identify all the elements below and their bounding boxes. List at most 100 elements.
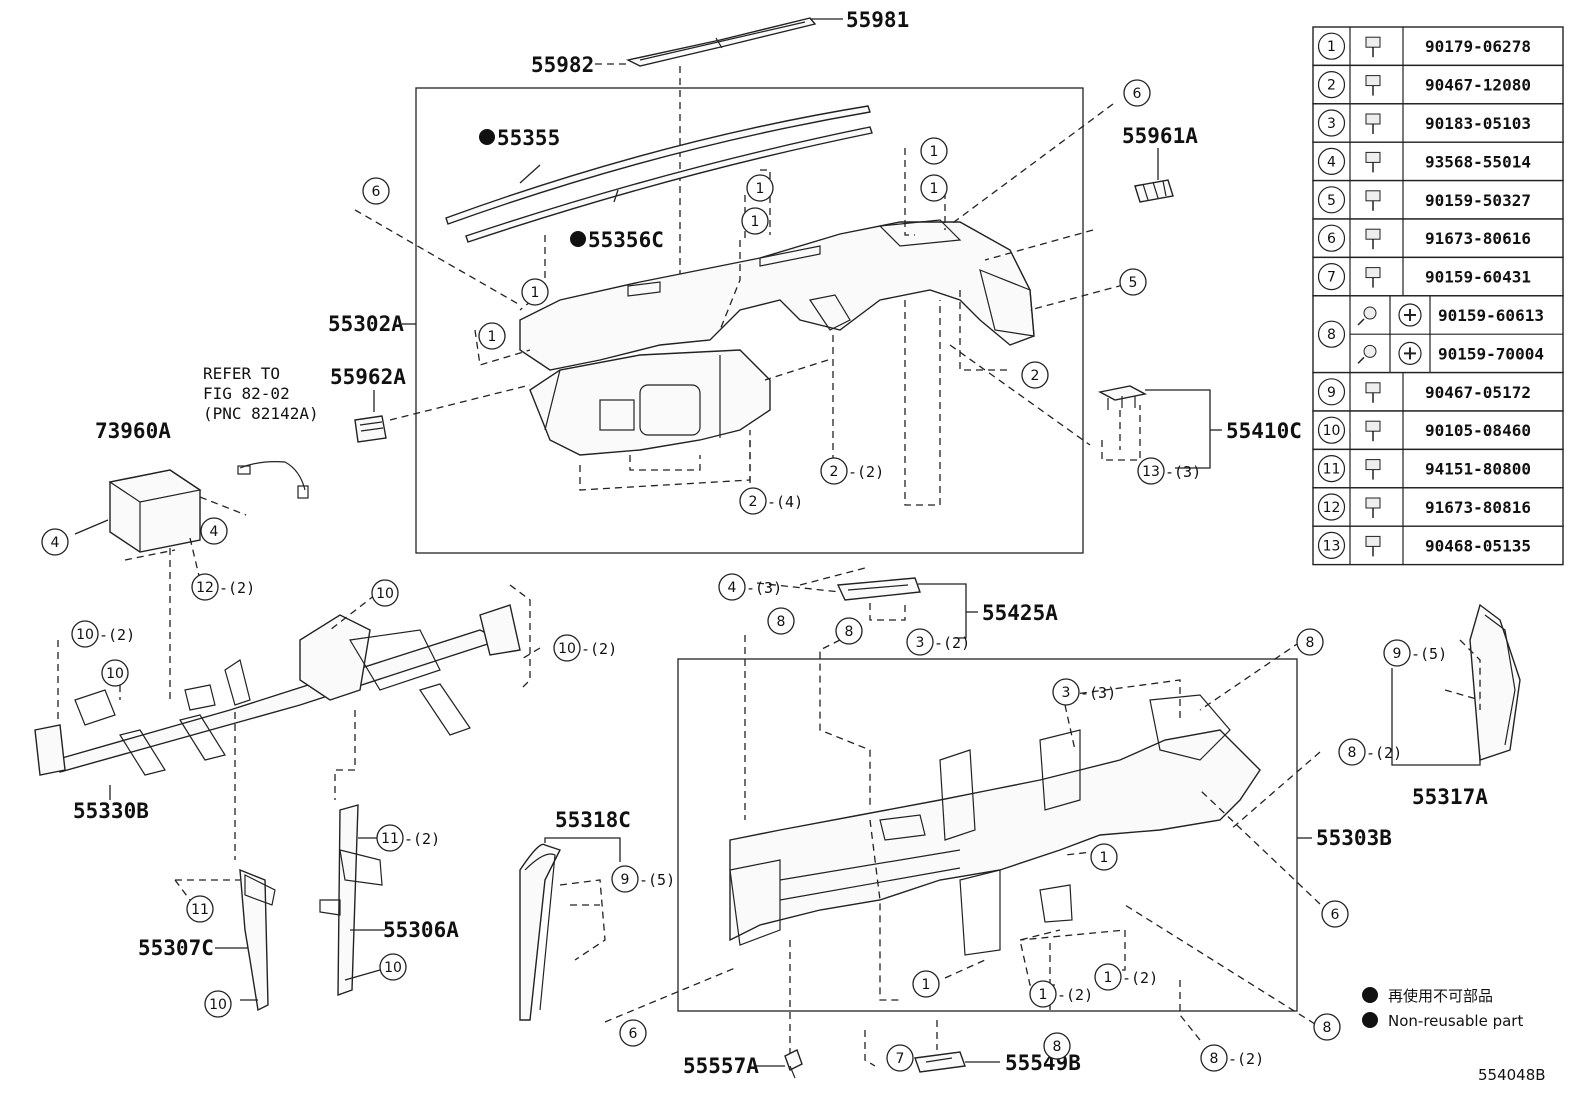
callout-number: 2 xyxy=(1031,368,1040,384)
callout-qty: -(5) xyxy=(639,871,675,889)
refer-line-1: REFER TO xyxy=(203,364,280,383)
callout-1: 1 xyxy=(920,137,948,165)
refer-line-2: FIG 82-02 xyxy=(203,384,290,403)
label-73960a: 73960A xyxy=(95,419,171,443)
label-55355: 55355 xyxy=(497,126,560,150)
brace-55306a xyxy=(319,804,383,996)
legend-dot-icon xyxy=(1362,987,1378,1003)
callout-10: 10 xyxy=(379,953,407,981)
callout-number: 6 xyxy=(1331,907,1340,923)
legend-jp: 再使用不可部品 xyxy=(1388,987,1493,1005)
callout-1: 1 -(2) xyxy=(1094,963,1158,991)
callout-1: 1 xyxy=(1090,843,1118,871)
callout-qty: -(2) xyxy=(848,463,884,481)
callout-1: 1 xyxy=(746,174,774,202)
clip-55557a xyxy=(784,1049,803,1079)
svg-text:9: 9 xyxy=(1327,385,1336,401)
callout-qty: -(2) xyxy=(1366,744,1402,762)
fastener-icon xyxy=(1365,36,1381,58)
callout-number: 10 xyxy=(209,997,227,1013)
label-55306a: 55306A xyxy=(383,918,459,942)
callout-number: 11 xyxy=(191,902,209,918)
table-part-number: 90183-05103 xyxy=(1425,114,1531,133)
table-part-number: 91673-80616 xyxy=(1425,229,1531,248)
callout-number: 11 xyxy=(381,831,399,847)
label-55317a: 55317A xyxy=(1412,785,1488,809)
callout-10: 10 xyxy=(204,990,232,1018)
callout-1: 1 xyxy=(920,174,948,202)
fastener-icon xyxy=(1365,228,1381,250)
table-part-number: 90105-08460 xyxy=(1425,421,1531,440)
svg-text:6: 6 xyxy=(1327,231,1336,247)
callout-number: 10 xyxy=(376,586,394,602)
brace-55307c xyxy=(239,868,276,1012)
callout-number: 12 xyxy=(196,580,214,596)
table-row-number: 5 xyxy=(1317,186,1346,214)
svg-text:13: 13 xyxy=(1323,538,1341,554)
callout-number: 4 xyxy=(728,580,737,596)
callout-2: 2-(4) xyxy=(739,487,803,515)
table-part-number: 90159-50327 xyxy=(1425,191,1531,210)
callout-number: 1 xyxy=(531,285,540,301)
table-row-number: 11 xyxy=(1317,455,1346,483)
screw-icon xyxy=(1357,344,1377,364)
callout-number: 1 xyxy=(1104,970,1113,986)
upper-panel-frame xyxy=(415,87,1084,554)
table-row-number: 10 xyxy=(1317,416,1346,444)
label-55330b: 55330B xyxy=(73,799,149,823)
callout-number: 8 xyxy=(777,614,786,630)
refer-line-3: (PNC 82142A) xyxy=(203,404,319,423)
label-55961a: 55961A xyxy=(1122,124,1198,148)
weatherstrip-55355 xyxy=(445,105,871,225)
screw-icon xyxy=(1357,306,1377,326)
fastener-icon xyxy=(1365,267,1381,288)
bracket-55425a xyxy=(836,577,921,601)
label-55356c: 55356C xyxy=(588,228,664,252)
callout-number: 1 xyxy=(930,144,939,160)
callout-number: 8 xyxy=(1053,1039,1062,1055)
fastener-icon xyxy=(1365,497,1381,518)
label-55549b: 55549B xyxy=(1005,1051,1081,1075)
callout-6: 6 xyxy=(362,177,390,205)
callout-number: 1 xyxy=(930,181,939,197)
svg-text:4: 4 xyxy=(1327,154,1336,170)
table-row-number: 6 xyxy=(1317,224,1346,252)
callout-8: 8-(2) xyxy=(1338,738,1402,766)
callout-number: 8 xyxy=(1306,635,1315,651)
callout-number: 7 xyxy=(896,1051,905,1067)
wire-harness xyxy=(237,461,309,499)
fastener-icon xyxy=(1365,420,1381,442)
callout-number: 3 xyxy=(1062,685,1071,701)
reinforcement-55303b xyxy=(729,694,1261,956)
callout-number: 10 xyxy=(384,960,402,976)
callout-qty: -(4) xyxy=(767,493,803,511)
weatherstrip-55356c xyxy=(465,126,873,243)
svg-text:1: 1 xyxy=(1327,39,1336,55)
svg-text:2: 2 xyxy=(1327,78,1336,94)
fastener-icon xyxy=(1365,459,1381,480)
callout-number: 1 xyxy=(756,181,765,197)
label-55557a: 55557A xyxy=(683,1054,759,1078)
table-row-number: 13 xyxy=(1317,531,1346,560)
callout-number: 6 xyxy=(372,184,381,200)
svg-text:7: 7 xyxy=(1327,270,1336,286)
side-panel-55318c xyxy=(519,843,561,1021)
callout-number: 1 xyxy=(488,329,497,345)
svg-text:10: 10 xyxy=(1323,423,1341,439)
table-part-number: 90179-06278 xyxy=(1425,37,1531,56)
label-55982: 55982 xyxy=(531,53,594,77)
callout-qty: -(2) xyxy=(934,634,970,652)
callout-7: 7 xyxy=(886,1044,914,1072)
callout-2: 2 xyxy=(1021,361,1049,389)
table-row-number: 12 xyxy=(1317,493,1346,521)
callout-number: 5 xyxy=(1129,275,1138,291)
callout-1: 1 xyxy=(912,970,940,998)
steering-support-55330b xyxy=(34,604,521,800)
callout-qty: -(2) xyxy=(1122,969,1158,987)
callout-number: 9 xyxy=(621,872,630,888)
instrument-panel-upper xyxy=(519,219,1035,456)
callout-1: 1 xyxy=(478,322,506,350)
callout-8: 8 xyxy=(1043,1032,1071,1060)
label-55303b: 55303B xyxy=(1316,826,1392,850)
callout-2: 2-(2) xyxy=(820,457,884,485)
